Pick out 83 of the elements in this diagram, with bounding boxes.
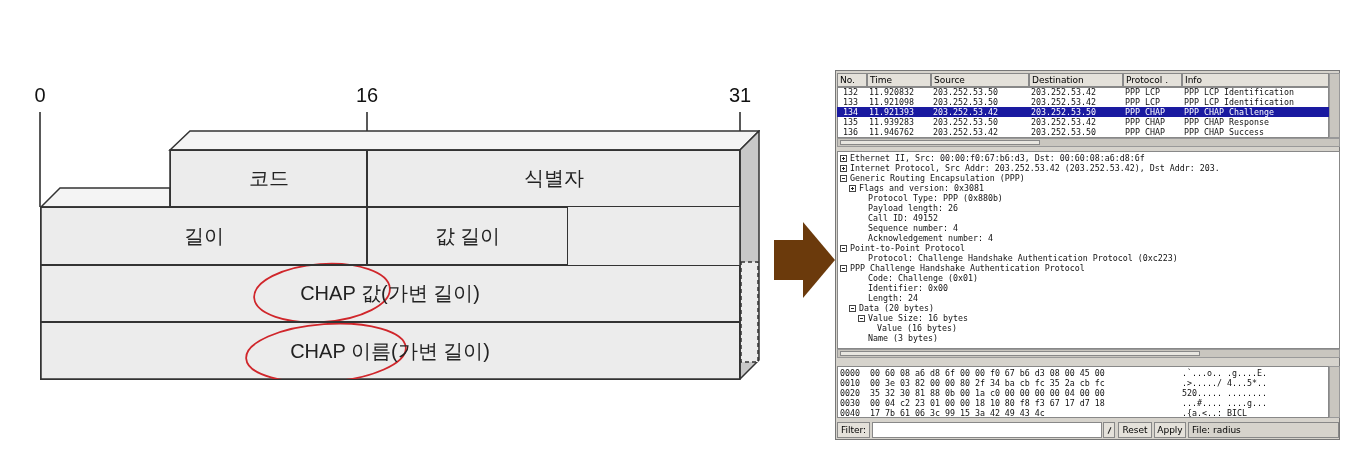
list-cell-text: PPP CHAP Success [1184, 127, 1265, 137]
ascii-text: ...#.... ....g... [1182, 398, 1267, 408]
detail-line: Payload length: 26 [868, 203, 958, 213]
list-cell-text: 11.921098 [869, 97, 915, 107]
list-cell-text: 11.939283 [869, 117, 915, 127]
status-text: File: radius [1188, 422, 1339, 438]
detail-line: PPP Challenge Handshake Authentication Protocol [850, 263, 1085, 273]
apply-button: Apply [1154, 422, 1186, 438]
packet-field: 코드 [170, 150, 367, 207]
hex-offset: 0010 [840, 378, 860, 388]
list-cell-text: PPP CHAP [1125, 107, 1166, 117]
list-cell-text: 203.252.53.42 [933, 107, 999, 117]
detail-line: Value (16 bytes) [877, 323, 957, 333]
list-cell-text: 134 [843, 107, 859, 117]
list-cell-text: 135 [843, 117, 859, 127]
hex-bytes: 00 04 c2 23 01 00 00 18 10 80 f8 f3 67 17 d7 18 [870, 398, 1105, 408]
detail-line: Internet Protocol, Src Addr: 203.252.53.42 (203.252.53.42), Dst Addr: 203. [850, 163, 1220, 173]
bit-position-label: 0 [34, 84, 46, 107]
block-arrow [774, 222, 835, 298]
packet-capture-window [835, 70, 1340, 440]
ascii-text: .>...../ 4...5*.. [1182, 378, 1267, 388]
list-cell-text: 203.252.53.42 [1031, 117, 1097, 127]
list-cell-text: 136 [843, 127, 859, 137]
detail-line: Code: Challenge (0x01) [868, 273, 978, 283]
list-cell-text: PPP CHAP [1125, 127, 1166, 137]
bit-position-label: 31 [728, 84, 752, 107]
list-cell-text: PPP CHAP Response [1184, 117, 1270, 127]
hex-bytes: 35 32 30 81 88 0b 00 1a c0 00 00 00 00 04 00 00 [870, 388, 1105, 398]
detail-line: Sequence number: 4 [868, 223, 958, 233]
list-cell-text: 203.252.53.42 [933, 127, 999, 137]
hex-bytes: 00 3e 03 82 00 00 80 2f 34 ba cb fc 35 2a cb fc [870, 378, 1105, 388]
list-cell-text: 203.252.53.50 [933, 97, 999, 107]
list-cell-text: 11.920832 [869, 87, 915, 97]
list-cell-text: 203.252.53.50 [933, 117, 999, 127]
list-cell-text: 203.252.53.50 [933, 87, 999, 97]
column-header: Time [867, 73, 931, 87]
detail-line: Point-to-Point Protocol [850, 243, 965, 253]
column-header: Source [931, 73, 1029, 87]
column-header: Info [1182, 73, 1329, 87]
hex-offset: 0020 [840, 388, 860, 398]
packet-field: 식별자 [367, 150, 740, 207]
column-header: No. [837, 73, 867, 87]
column-header: Protocol . [1123, 73, 1182, 87]
list-cell-text: 133 [843, 97, 859, 107]
list-cell-text: 11.946762 [869, 127, 915, 137]
ascii-text: .`...o.. .g....E. [1182, 368, 1267, 378]
detail-line: Name (3 bytes) [868, 333, 938, 343]
ascii-text: .{a.<..: BICL [1182, 408, 1247, 418]
list-cell-text: PPP LCP Identification [1184, 97, 1295, 107]
hex-offset: 0040 [840, 408, 860, 418]
list-cell-text: PPP LCP Identification [1184, 87, 1295, 97]
detail-line: Call ID: 49152 [868, 213, 938, 223]
list-cell-text: 132 [843, 87, 859, 97]
column-header: Destination [1029, 73, 1123, 87]
detail-line: Identifier: 0x00 [868, 283, 948, 293]
list-cell-text: PPP LCP [1125, 97, 1161, 107]
filter-label: Filter: [837, 422, 870, 438]
ascii-text: 520..... ........ [1182, 388, 1267, 398]
detail-line: Length: 24 [868, 293, 918, 303]
bit-position-label: 16 [355, 84, 379, 107]
detail-line: Ethernet II, Src: 00:00:f0:67:b6:d3, Dst: 00:60:08:a6:d8:6f [850, 153, 1145, 163]
list-cell-text: PPP CHAP Challenge [1184, 107, 1275, 117]
detail-line: Value Size: 16 bytes [868, 313, 968, 323]
list-cell-text: 203.252.53.50 [1031, 127, 1097, 137]
list-cell-text: 203.252.53.42 [1031, 87, 1097, 97]
detail-line: Protocol: Challenge Handshake Authentication Protocol (0xc223) [868, 253, 1178, 263]
detail-line: Flags and version: 0x3081 [859, 183, 984, 193]
list-cell-text: PPP LCP [1125, 87, 1161, 97]
hex-offset: 0000 [840, 368, 860, 378]
hex-offset: 0030 [840, 398, 860, 408]
hex-bytes: 17 7b 61 06 3c 99 15 3a 42 49 43 4c [870, 408, 1045, 418]
detail-line: Protocol Type: PPP (0x880b) [868, 193, 1003, 203]
list-cell-text: 203.252.53.42 [1031, 97, 1097, 107]
reset-button: Reset [1118, 422, 1152, 438]
list-cell-text: 11.921393 [869, 107, 915, 117]
list-cell-text: 203.252.53.50 [1031, 107, 1097, 117]
hex-bytes: 00 60 08 a6 d8 6f 00 00 f0 67 b6 d3 08 00 45 00 [870, 368, 1105, 378]
packet-field: 길이 [40, 207, 367, 265]
packet-field: 값 길이 [367, 207, 568, 265]
detail-line: Data (20 bytes) [859, 303, 934, 313]
list-cell-text: PPP CHAP [1125, 117, 1166, 127]
detail-line: Generic Routing Encapsulation (PPP) [850, 173, 1025, 183]
detail-line: Acknowledgement number: 4 [868, 233, 993, 243]
